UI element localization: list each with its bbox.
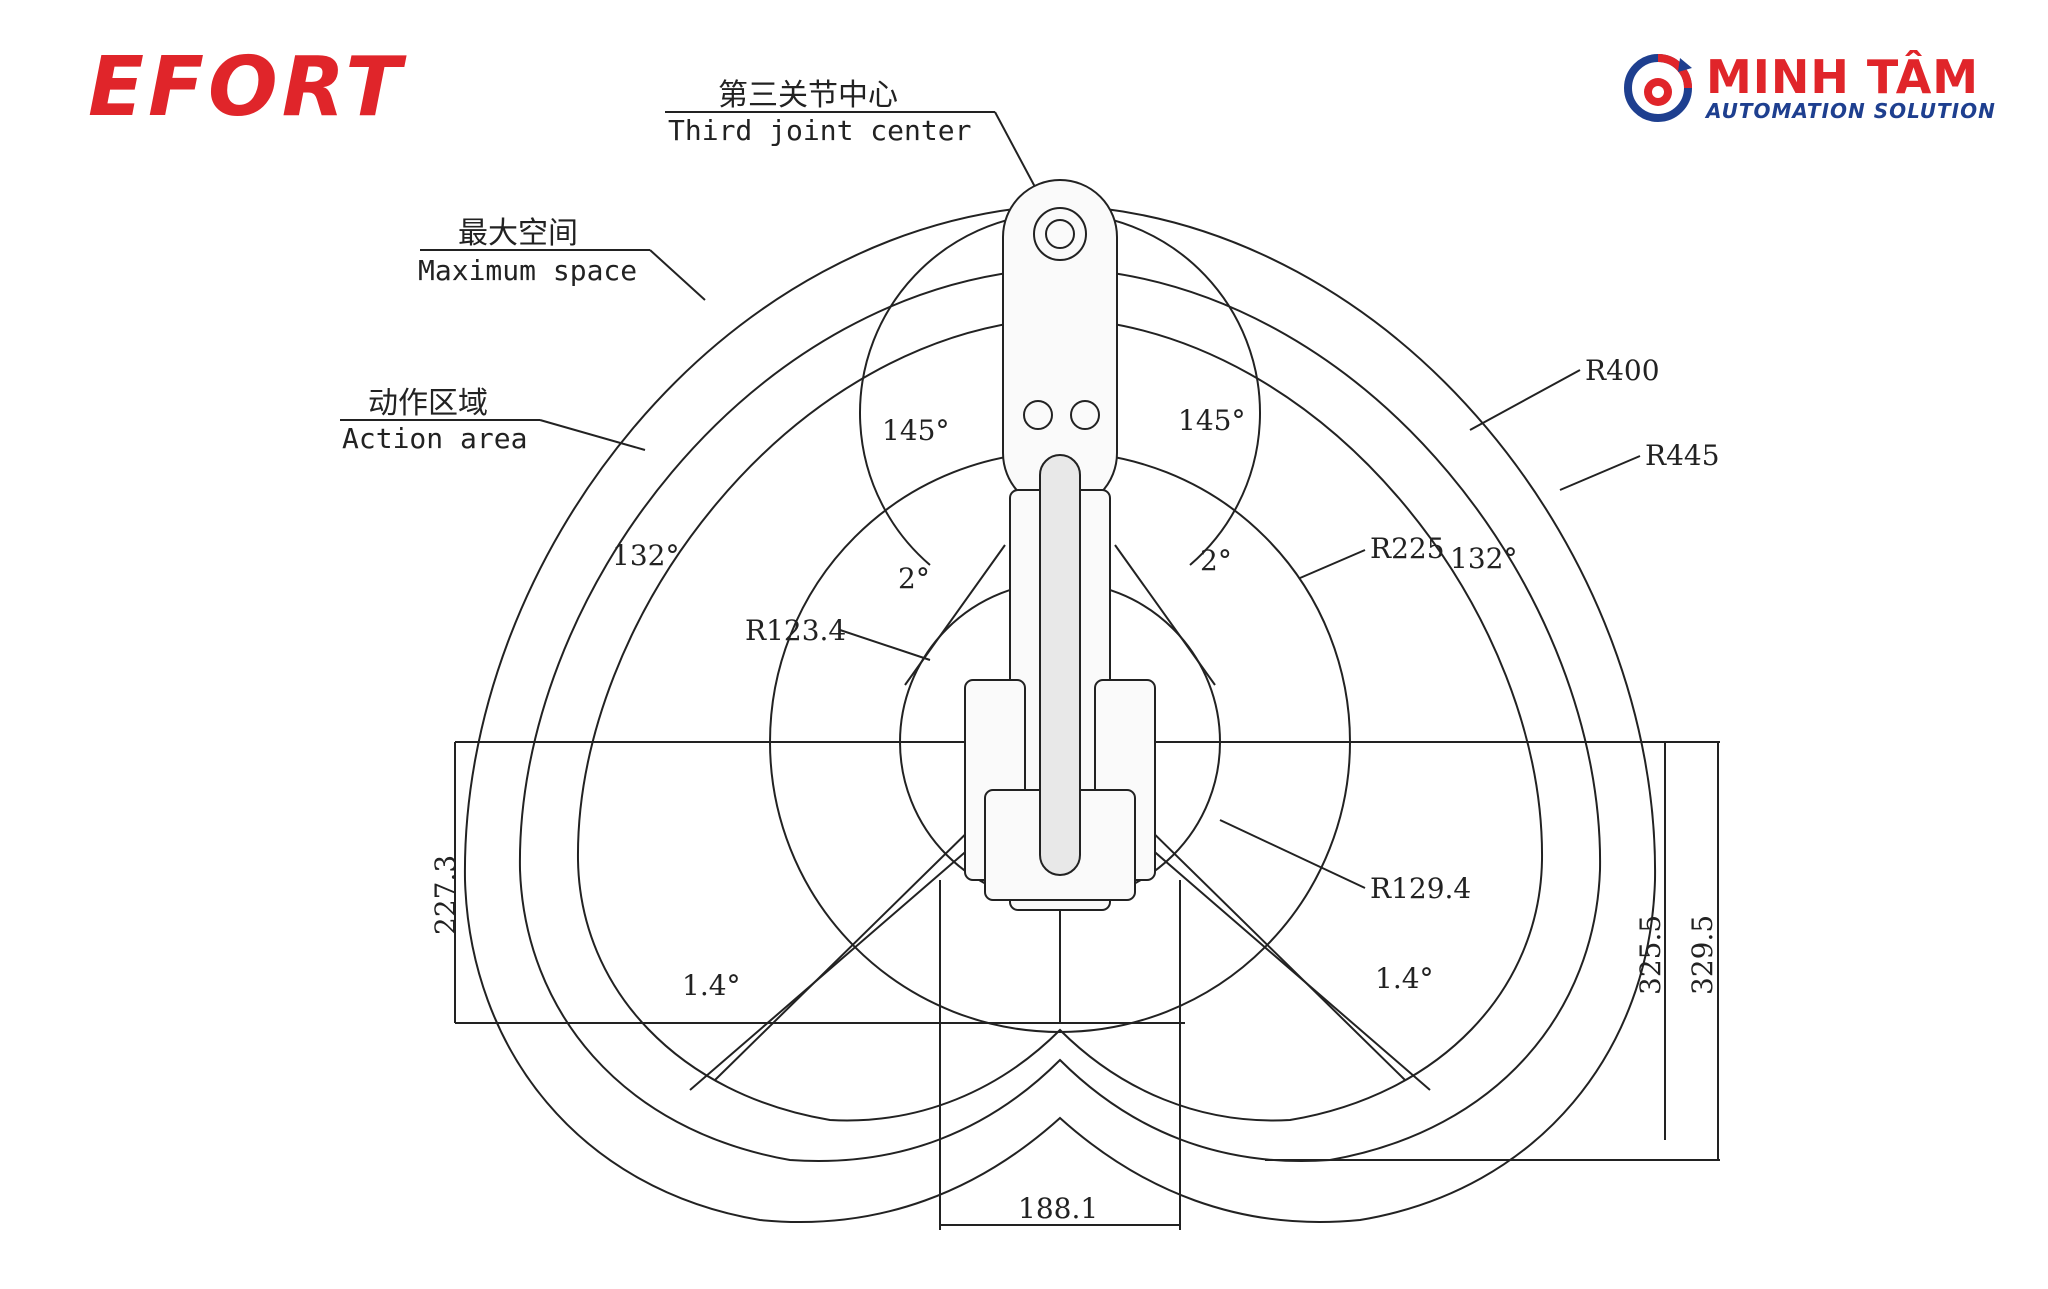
angle-132-right: 132° bbox=[1450, 542, 1517, 575]
r225-label: R225 bbox=[1370, 532, 1445, 565]
robot-arm bbox=[964, 179, 1156, 911]
dim-188: 188.1 bbox=[1018, 1192, 1098, 1225]
gear-icon bbox=[1624, 54, 1692, 122]
angle-14-right: 1.4° bbox=[1375, 962, 1434, 995]
dim-227: 227.3 bbox=[429, 855, 462, 935]
angle-145-left: 145° bbox=[882, 414, 949, 447]
minh-tam-logo: MINH TÂM AUTOMATION SOLUTION bbox=[1620, 50, 1996, 126]
r123-label: R123.4 bbox=[745, 614, 846, 647]
action-area-en: Action area bbox=[342, 422, 527, 455]
angle-2-left: 2° bbox=[898, 562, 930, 595]
angle-2-right: 2° bbox=[1200, 544, 1232, 577]
angle-132-left: 132° bbox=[612, 539, 679, 572]
efort-logo: EFORT bbox=[88, 40, 406, 135]
max-space-cn: 最大空间 bbox=[458, 216, 578, 251]
r400-label: R400 bbox=[1585, 354, 1660, 387]
angle-145-right: 145° bbox=[1178, 404, 1245, 437]
minh-tam-name: MINH TÂM bbox=[1706, 50, 1980, 104]
dim-325: 325.5 bbox=[1634, 915, 1667, 995]
third-joint-en: Third joint center bbox=[668, 114, 971, 147]
angle-14-left: 1.4° bbox=[682, 969, 741, 1002]
r445-label: R445 bbox=[1645, 439, 1720, 472]
r129-label: R129.4 bbox=[1370, 872, 1471, 905]
minh-tam-tagline: AUTOMATION SOLUTION bbox=[1706, 99, 1996, 123]
third-joint-cn: 第三关节中心 bbox=[718, 78, 898, 113]
action-area-cn: 动作区域 bbox=[368, 386, 488, 421]
max-space-en: Maximum space bbox=[418, 254, 637, 287]
dim-329: 329.5 bbox=[1686, 915, 1719, 995]
